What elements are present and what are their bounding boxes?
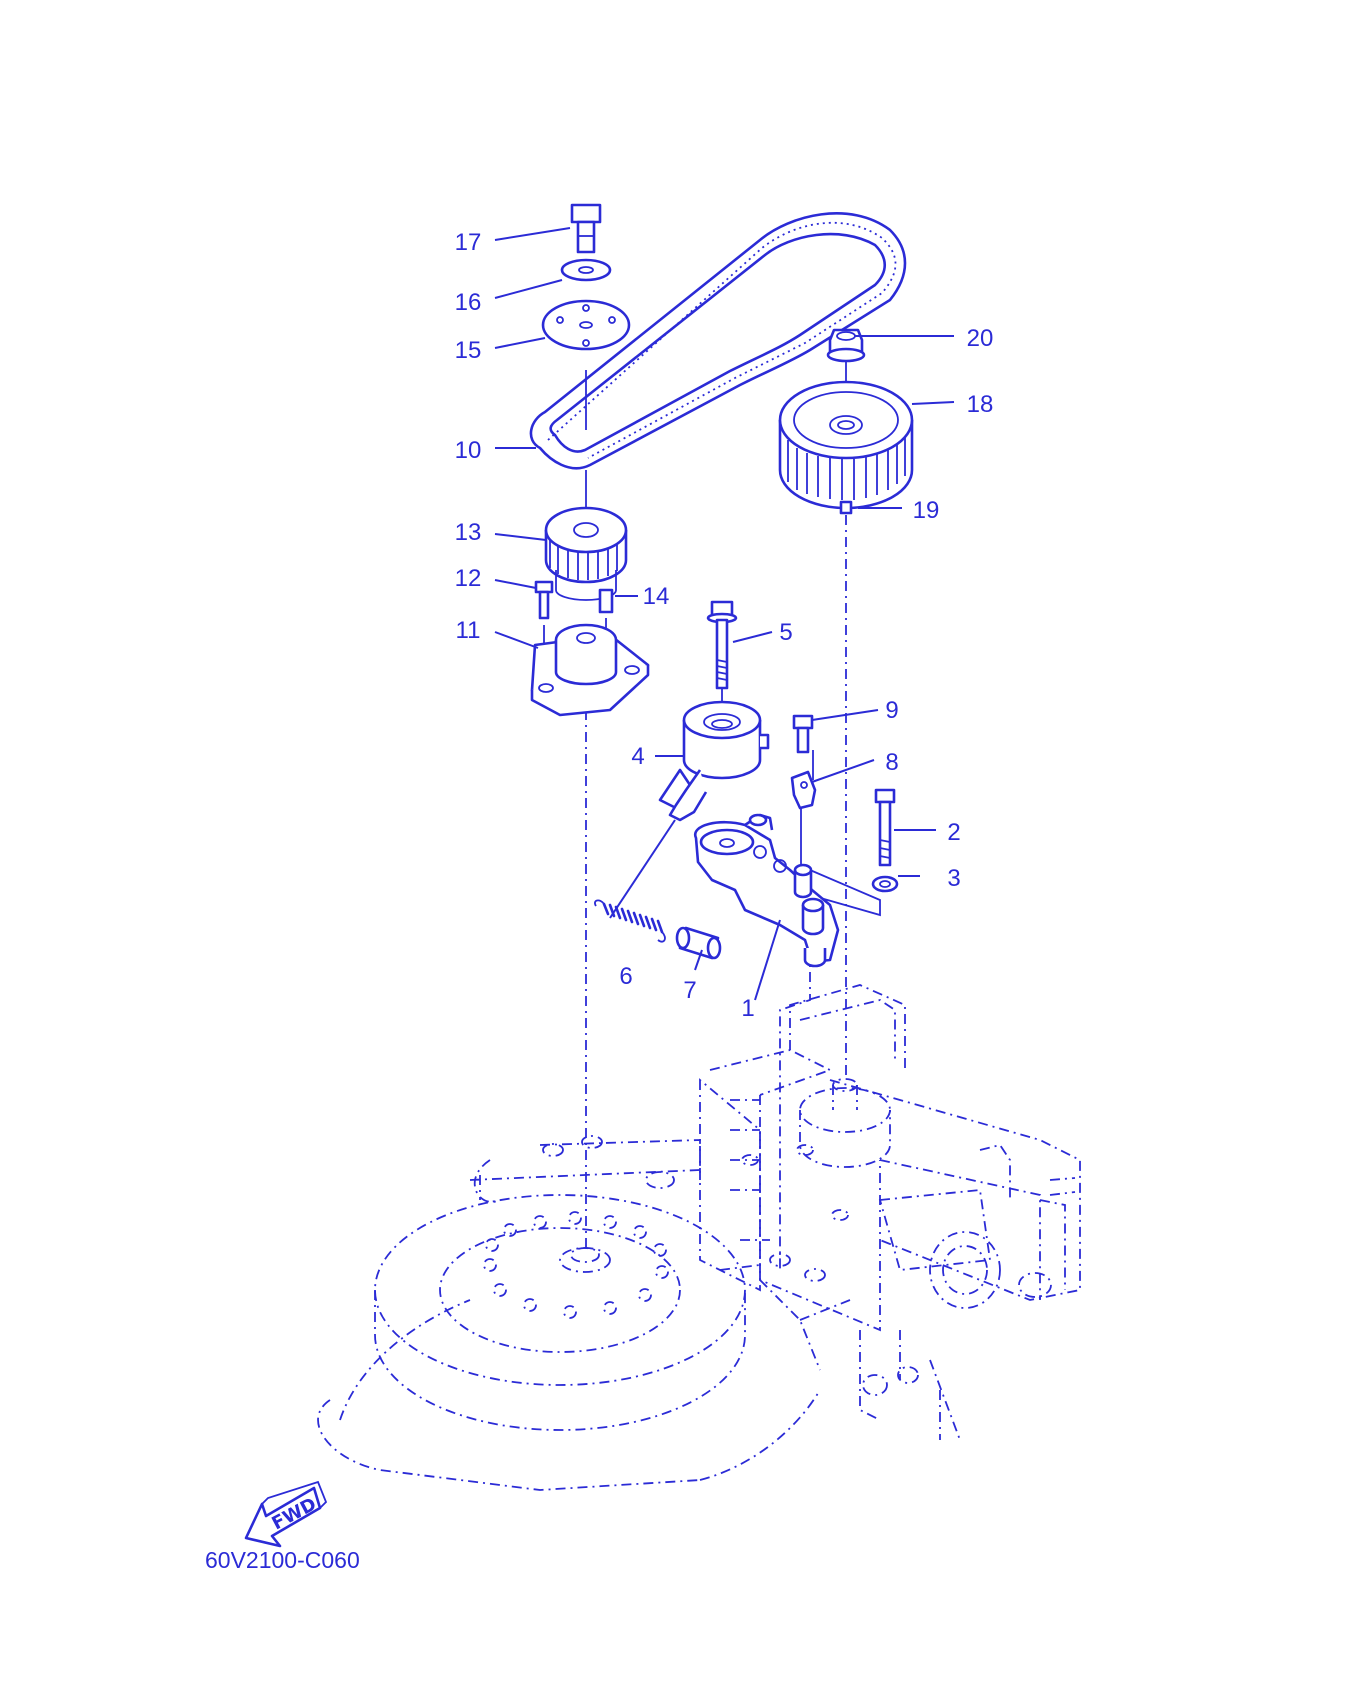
leader-lines — [494, 227, 955, 1001]
callout-19: 19 — [913, 497, 940, 524]
part-19-dowel-pin — [839, 500, 853, 515]
callout-12: 12 — [455, 565, 482, 592]
part-5-bolt — [706, 600, 738, 690]
callout-18: 18 — [967, 391, 994, 418]
callout-8: 8 — [885, 749, 898, 776]
part-17-bolt — [570, 203, 602, 254]
part-2-bolt — [874, 788, 896, 867]
part-10-timing-belt — [529, 212, 907, 470]
callout-numbers: 17 16 15 10 13 12 14 11 5 9 8 4 2 3 20 1… — [455, 229, 994, 1022]
callout-10: 10 — [455, 437, 482, 464]
callout-4: 4 — [631, 743, 644, 770]
part-11-bracket — [530, 623, 650, 717]
part-4-tensioner-pulley — [658, 700, 770, 822]
part-9-bolt — [792, 714, 814, 754]
callout-9: 9 — [885, 697, 898, 724]
callout-5: 5 — [779, 619, 792, 646]
engine-phantom-outline — [317, 984, 1081, 1491]
part-7-collar — [675, 926, 722, 960]
callout-17: 17 — [455, 229, 482, 256]
fwd-arrow-icon: FWD — [244, 1480, 328, 1548]
callout-16: 16 — [455, 289, 482, 316]
callout-15: 15 — [455, 337, 482, 364]
part-1-tensioner-arm — [693, 813, 840, 968]
callout-6: 6 — [619, 963, 632, 990]
part-16-washer — [560, 258, 612, 282]
callout-11: 11 — [456, 617, 481, 644]
callout-20: 20 — [967, 325, 994, 352]
callout-2: 2 — [947, 819, 960, 846]
callout-3: 3 — [947, 865, 960, 892]
part-8-plate — [790, 770, 817, 810]
callout-14: 14 — [643, 583, 670, 610]
part-15-plate — [541, 299, 631, 351]
callout-13: 13 — [455, 519, 482, 546]
part-3-washer — [871, 875, 899, 893]
callout-1: 1 — [741, 995, 754, 1022]
callout-7: 7 — [683, 977, 696, 1004]
part-13-flywheel-pulley — [544, 506, 628, 601]
part-20-nut — [826, 328, 866, 363]
diagram-code: 60V2100-C060 — [205, 1547, 360, 1573]
part-6-spring — [594, 899, 666, 943]
part-18-camshaft-pulley — [778, 380, 914, 510]
